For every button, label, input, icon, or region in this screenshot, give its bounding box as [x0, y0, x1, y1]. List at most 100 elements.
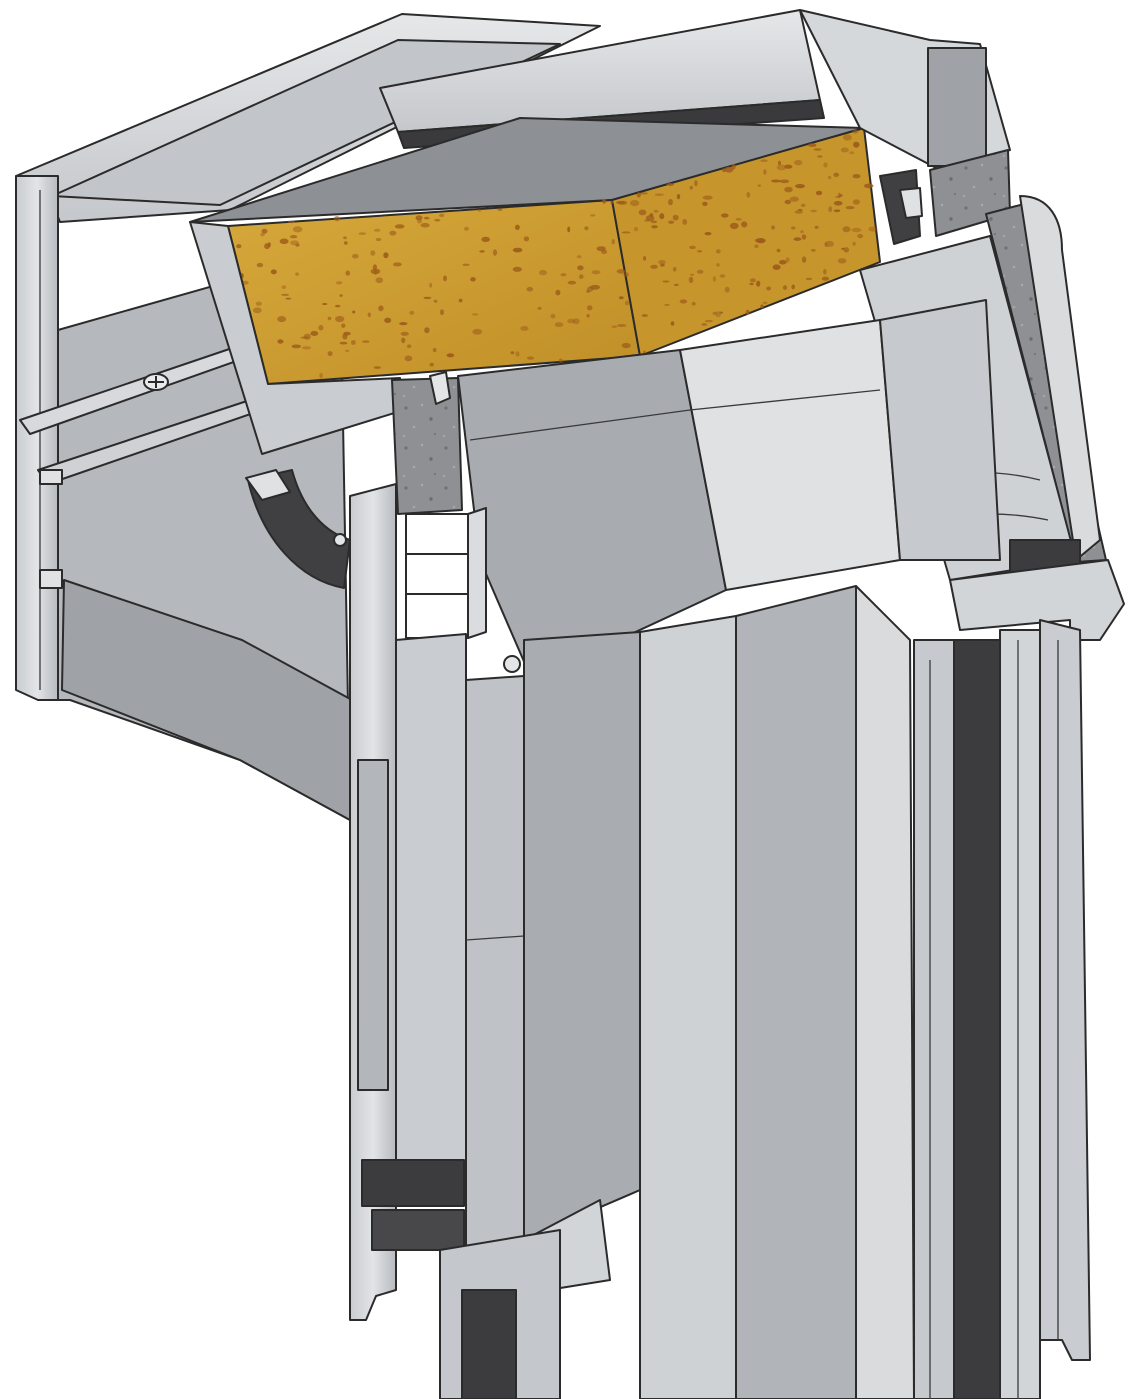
foam-spot: [756, 238, 766, 244]
foam-spot: [824, 242, 828, 248]
foam-spot: [702, 201, 708, 206]
foam-spot: [664, 303, 670, 306]
foam-spot: [351, 340, 356, 345]
foam-spot: [704, 232, 712, 236]
foam-spot: [757, 184, 761, 188]
hinge-knuckle-icon: [333, 533, 521, 673]
foam-spot: [327, 351, 333, 357]
foam-spot: [843, 134, 852, 141]
foam-spot: [472, 328, 483, 335]
foam-spot: [393, 262, 402, 267]
foam-spot: [784, 186, 793, 193]
foam-spot: [318, 324, 324, 331]
foam-spot: [863, 183, 874, 189]
foam-spot: [729, 222, 739, 230]
foam-insulation: [189, 127, 881, 455]
foam-spot: [554, 322, 564, 328]
foam-spot: [596, 246, 606, 252]
foam-spot: [779, 259, 787, 265]
foam-spot: [741, 221, 748, 228]
foam-spot: [611, 325, 618, 328]
foam-spot: [394, 224, 405, 229]
glazing-cell: [405, 553, 469, 595]
foam-spot: [343, 331, 351, 336]
foam-spot: [458, 298, 463, 303]
foam-spot: [401, 337, 406, 344]
foam-spot: [510, 351, 515, 355]
foam-spot: [424, 327, 430, 334]
foam-spot: [567, 318, 575, 324]
foam-spot: [795, 184, 805, 189]
foam-spot: [310, 331, 319, 336]
foam-spot: [576, 255, 582, 259]
foam-spot: [339, 341, 348, 345]
foam-spot: [793, 237, 802, 241]
foam-spot: [843, 247, 850, 253]
foam-spot: [584, 226, 589, 231]
foam-spot: [343, 236, 347, 240]
frame-glass-gasket: [953, 639, 1001, 1399]
foam-spot: [586, 286, 594, 292]
sash-divider: [465, 935, 525, 941]
foam-spot: [572, 318, 580, 325]
foam-spot: [404, 355, 413, 362]
foam-spot: [715, 311, 721, 318]
foam-spot: [261, 228, 268, 234]
foam-spot: [817, 155, 823, 158]
foam-spot: [433, 299, 438, 303]
foam-spot: [701, 323, 708, 326]
foam-spot: [821, 276, 830, 281]
foam-spot: [617, 200, 628, 205]
foam-spot: [712, 311, 717, 315]
foam-spot: [674, 283, 679, 287]
foam-spot: [794, 210, 803, 214]
mullion-sash-inner: [465, 675, 525, 1247]
foam-spot: [429, 282, 433, 288]
foam-spot: [440, 309, 444, 316]
screw-icon: [143, 373, 169, 391]
foam-spot: [616, 324, 627, 327]
foam-spot: [689, 185, 693, 190]
foam-spot: [279, 238, 289, 245]
foam-spot: [639, 192, 648, 195]
foam-spot: [833, 201, 843, 206]
foam-spot: [352, 310, 356, 314]
foam-spot: [650, 220, 658, 224]
foam-spot: [794, 159, 803, 166]
foam-spot: [481, 236, 491, 242]
sash-front-panel: [523, 631, 641, 1241]
foam-spot: [591, 270, 601, 275]
foam-spot: [586, 305, 593, 311]
frame-face-mid: [735, 585, 857, 1399]
rail-lip-2: [39, 469, 63, 485]
foam-spot: [462, 263, 470, 266]
foam-spot: [679, 299, 688, 304]
foam-tray: [189, 221, 405, 455]
foam-spot: [653, 209, 659, 213]
foam-spot: [815, 190, 823, 196]
foam-spot: [579, 274, 584, 279]
foam-spot: [497, 208, 503, 211]
foam-spot: [260, 232, 265, 237]
foam-spot: [470, 277, 476, 282]
frame-outer-track: [999, 629, 1041, 1399]
foam-spot: [292, 226, 303, 233]
foam-spot: [833, 172, 839, 177]
foam-spot: [415, 215, 423, 221]
foam-spot: [845, 206, 855, 210]
foam-spot: [722, 168, 726, 173]
foam-spot: [779, 179, 790, 184]
foam-spot: [735, 218, 742, 221]
foam-spot: [520, 326, 529, 331]
foam-spot: [749, 282, 754, 286]
foam-spot: [446, 353, 455, 358]
foam-spot: [662, 280, 670, 283]
foam-spot: [383, 252, 389, 259]
foam-spot: [660, 263, 665, 267]
foam-spot: [339, 294, 343, 297]
foam-spot: [586, 314, 590, 318]
foam-spot: [434, 218, 441, 222]
foam-spot: [512, 247, 523, 253]
foam-spot: [539, 269, 547, 276]
frame-face-left: [639, 615, 737, 1399]
